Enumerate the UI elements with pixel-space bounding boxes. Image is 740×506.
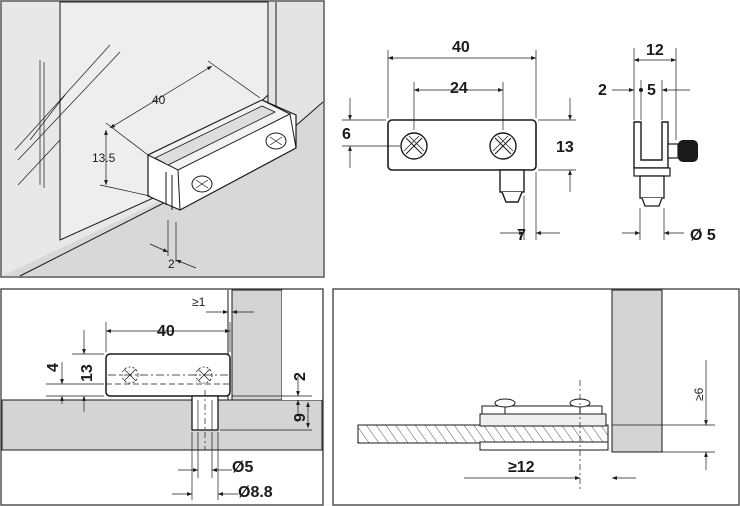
dim-gap: ≥1 [192,295,206,309]
dim-length: 40 [157,323,175,340]
perspective-view: 40 13.5 2 [2,1,324,277]
panel-frame-top-left [0,0,325,278]
installed-section-view: ≥1 40 4 13 2 9 Ø5 Ø8.8 [1,289,323,501]
panel-frame-bottom-left [0,288,324,506]
screw-icon [400,132,428,160]
dim-holes: 24 [450,80,468,97]
dim-height: 13 [79,364,96,382]
panel-frame-bottom-right [332,288,740,506]
dim-hole: Ø8.8 [238,484,273,501]
dim-top: 4 [45,363,62,372]
dim-pin: Ø5 [232,459,253,476]
screw-icon [494,398,516,414]
dim-length: 40 [152,93,166,107]
dim-height: 13 [556,139,574,156]
screw-icon [191,175,213,193]
dim-left: 2 [598,82,607,99]
dim-pin-dia: Ø 5 [690,227,716,244]
screw-icon [265,132,287,150]
dim-hole-offset: 6 [342,126,351,143]
dim-gap: 2 [168,257,175,271]
dim-height: 13.5 [92,151,116,165]
dim-min-height: ≥6 [692,387,706,401]
dim-depth: 9 [292,413,309,422]
dim-width: 12 [646,42,664,59]
screw-icon [489,132,517,160]
side-view: 12 2 5 Ø 5 [598,42,716,244]
dim-length: 40 [452,39,470,56]
dim-pin-offset: 7 [517,227,526,244]
dim-min-overlap: ≥12 [508,459,535,476]
dim-side: 2 [292,372,309,381]
dim-center: 5 [647,82,656,99]
installed-side-view: ≥6 ≥12 [357,289,715,490]
front-view: 40 24 6 13 7 [342,39,576,244]
